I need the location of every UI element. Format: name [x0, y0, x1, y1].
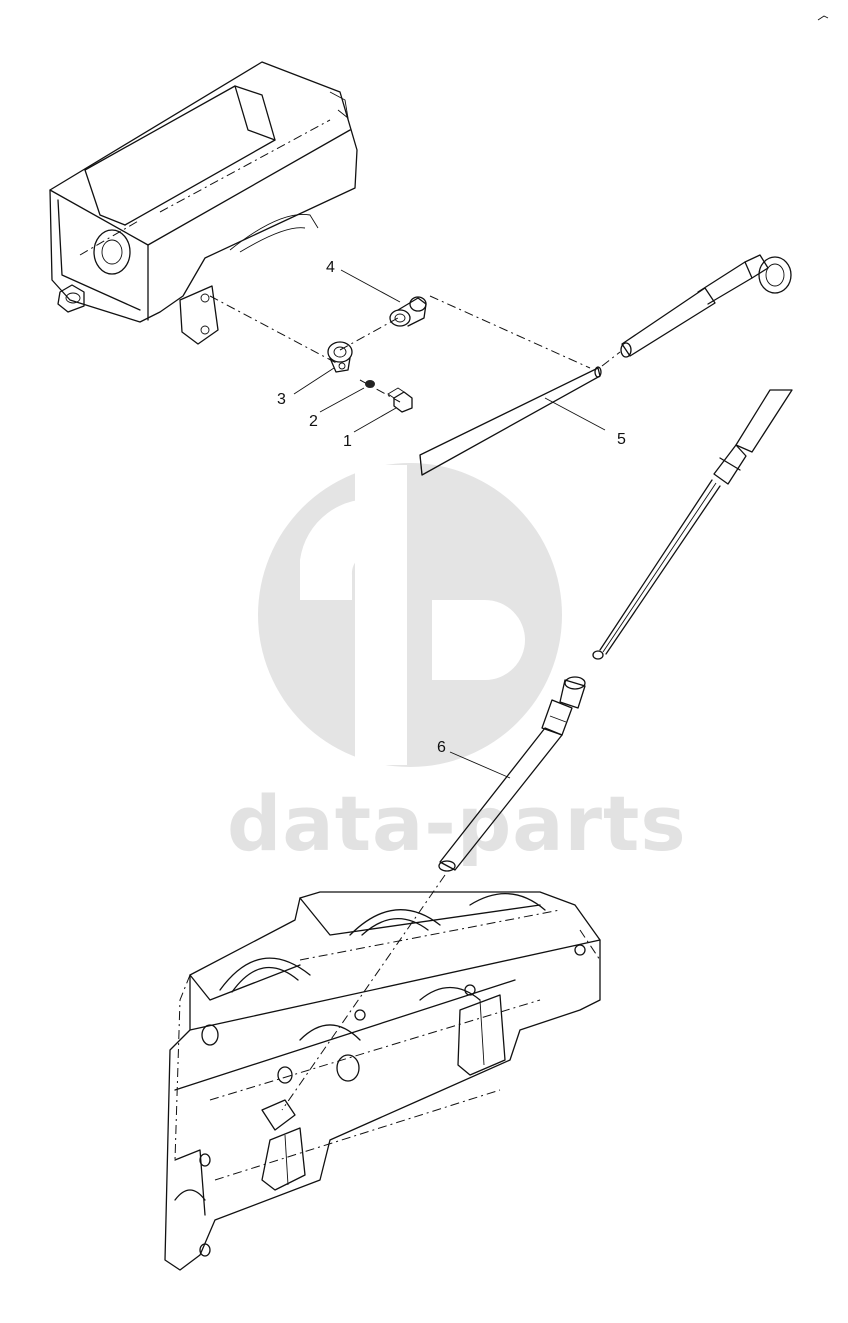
leader-line-2 [319, 387, 365, 413]
leader-line-4 [340, 269, 401, 303]
leader-line-3 [293, 367, 335, 395]
watermark-text: data-parts [227, 779, 687, 868]
watermark: data-parts [227, 463, 687, 868]
clip-icon [327, 341, 353, 373]
assembly-line-clip [209, 295, 341, 366]
washer-icon [365, 380, 375, 388]
callout-4: 4 [326, 259, 335, 276]
dipstick-handle-tube [601, 254, 792, 367]
engine-block [164, 891, 601, 1271]
assembly-line-grommet [339, 317, 399, 351]
callout-6: 6 [437, 739, 446, 756]
dp-monogram-logo [258, 463, 562, 767]
leader-line-6 [449, 751, 511, 779]
callout-3: 3 [277, 391, 286, 408]
dipstick-guide-tube-icon [438, 676, 586, 872]
top-housing-assembly [49, 61, 358, 345]
callout-labels: 1 2 3 4 5 6 [277, 259, 626, 756]
grommet-icon [389, 296, 427, 327]
leader-line-1 [353, 407, 397, 433]
bolt-icon [387, 387, 413, 413]
dipstick-tube-icon [419, 366, 602, 476]
dipstick-cable [592, 389, 793, 660]
callout-2: 2 [309, 413, 318, 430]
callout-1: 1 [343, 433, 352, 450]
callout-5: 5 [617, 431, 626, 448]
leader-lines [293, 269, 606, 779]
corner-mark [817, 15, 829, 21]
assembly-line-tube [429, 295, 591, 369]
leader-line-5 [544, 397, 606, 431]
